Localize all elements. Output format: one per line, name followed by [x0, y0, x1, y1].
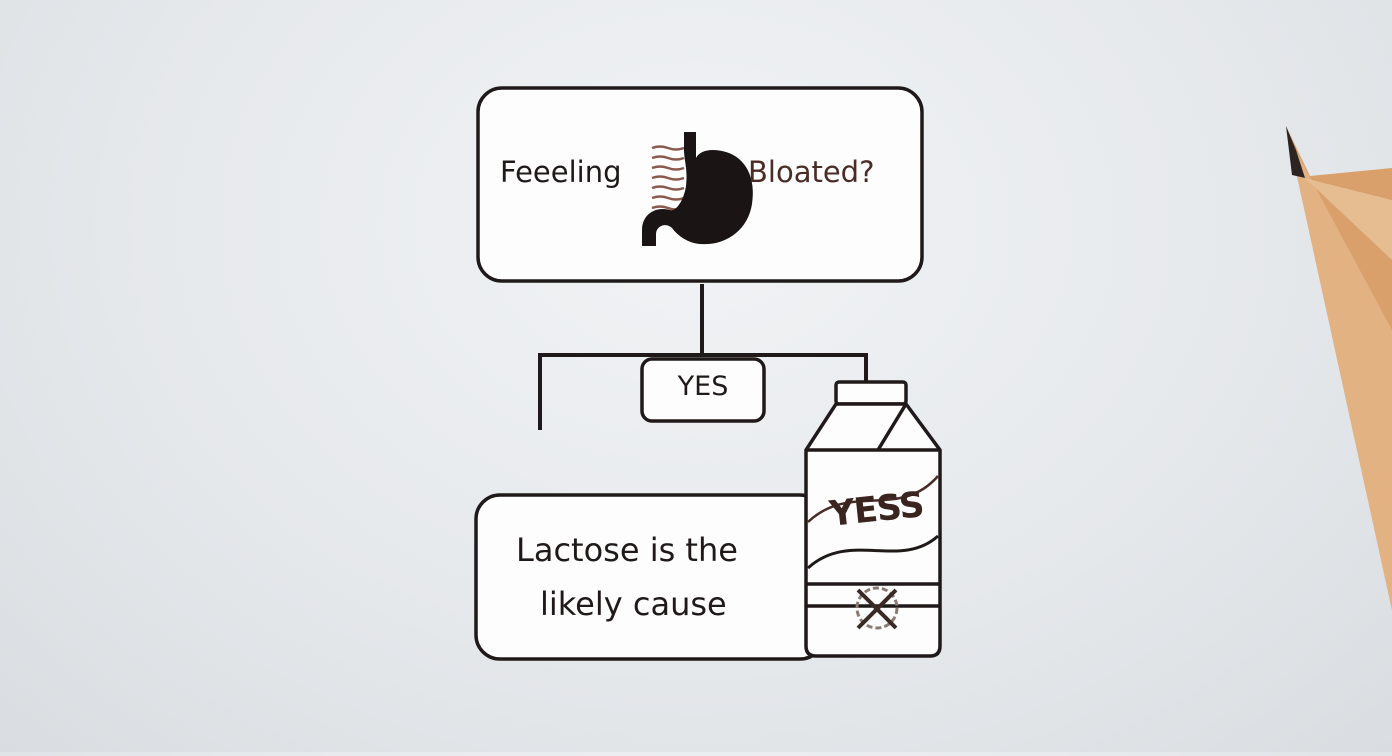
- carton-label: YESS: [827, 485, 926, 535]
- connector-lines: [538, 284, 868, 430]
- pencil-icon: [1286, 126, 1392, 610]
- crossed-out-icon: [855, 586, 899, 630]
- result-box: [474, 493, 826, 661]
- result-text-line2: likely cause: [540, 585, 727, 623]
- question-text-right: Bloated?: [748, 155, 875, 189]
- result-text-line1: Lactose is the: [516, 531, 738, 569]
- yes-box: [640, 357, 766, 423]
- question-text-left: Feeeling: [500, 155, 622, 189]
- branch-label-yes: YES: [677, 371, 729, 402]
- stomach-icon: [642, 132, 753, 246]
